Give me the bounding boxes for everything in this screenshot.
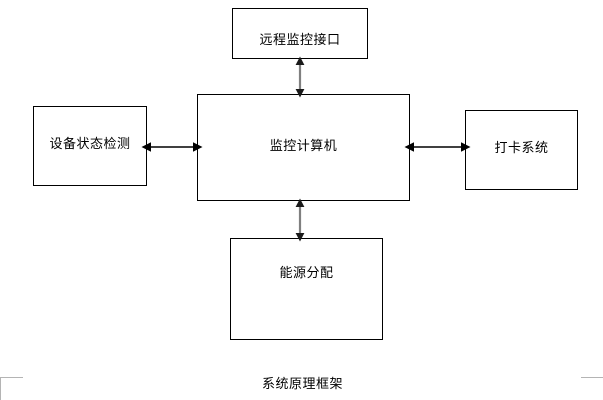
connector-arrow-monitoring-computer-to-energy-distribution: [295, 198, 305, 242]
node-label: 监控计算机: [269, 138, 338, 154]
node-energy-distribution[interactable]: 能源分配: [230, 238, 383, 340]
diagram-caption-text: 系统原理框架: [261, 377, 343, 392]
node-label: 设备状态检测: [49, 137, 131, 153]
node-monitoring-computer[interactable]: 监控计算机: [197, 94, 410, 201]
connector-arrow-monitoring-computer-to-card-system: [404, 142, 471, 152]
node-device-status-detection[interactable]: 设备状态检测: [33, 106, 147, 186]
node-label: 能源分配: [279, 266, 334, 281]
connector-arrow-monitoring-computer-to-remote-interface: [295, 56, 305, 98]
node-label: 打卡系统: [494, 141, 549, 157]
page-corner-mark-bottom-left: [0, 377, 23, 400]
node-remote-monitoring-interface[interactable]: 远程监控接口: [232, 8, 368, 59]
diagram-caption: 系统原理框架: [0, 373, 603, 392]
connector-arrow-monitoring-computer-to-device-status: [141, 142, 203, 152]
node-label: 远程监控接口: [259, 33, 341, 49]
page-corner-mark-bottom-right: [581, 377, 603, 400]
node-card-punch-system[interactable]: 打卡系统: [465, 110, 578, 190]
